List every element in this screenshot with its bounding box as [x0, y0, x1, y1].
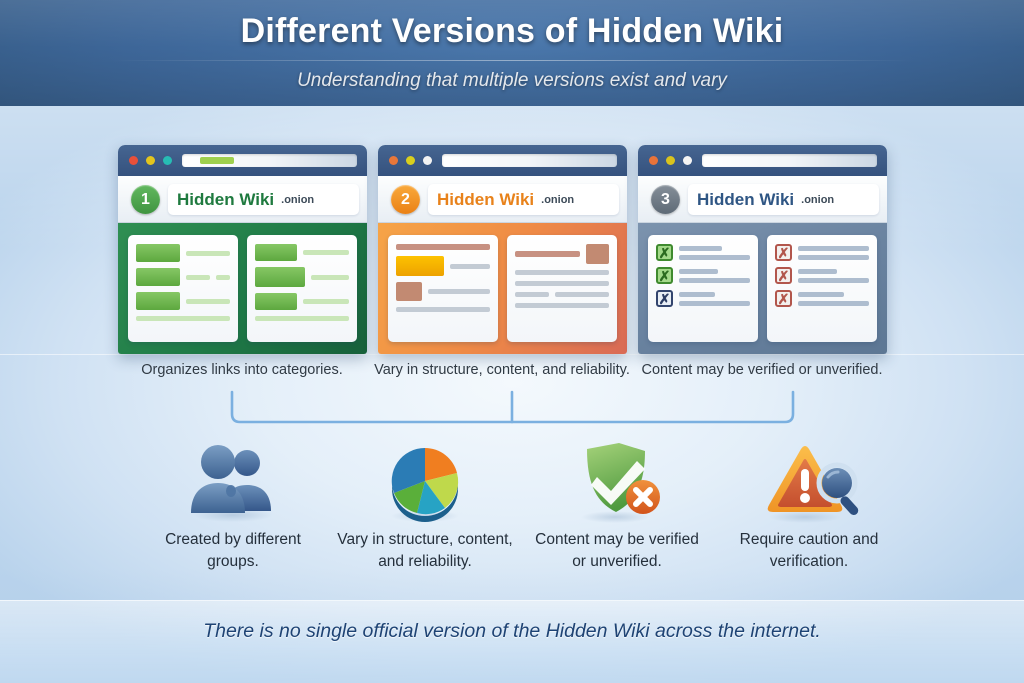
- window-caption-1: Organizes links into categories.: [141, 362, 343, 378]
- site-title-pill: Hidden Wiki .onion: [688, 184, 879, 215]
- site-header: 3 Hidden Wiki .onion: [638, 176, 887, 223]
- feature-require-caution: Require caution and verification.: [709, 437, 909, 573]
- feature-label: Vary in structure, content, and reliabil…: [337, 531, 513, 570]
- bracket-connector: [230, 390, 795, 424]
- feature-label: Created by different groups.: [165, 531, 301, 570]
- window-caption-3: Content may be verified or unverified.: [641, 362, 883, 378]
- version-badge-3: 3: [651, 185, 680, 214]
- window-minimize-dot[interactable]: [666, 156, 675, 165]
- people-icon: [133, 437, 333, 529]
- page-subtitle: Understanding that multiple versions exi…: [297, 70, 727, 91]
- window-close-dot[interactable]: [649, 156, 658, 165]
- content-card: [128, 235, 238, 342]
- checkbox-checked-icon: ✗: [656, 267, 673, 284]
- checkbox-crossed-icon: ✗: [775, 267, 792, 284]
- browser-window-3[interactable]: 3 Hidden Wiki .onion ✗ ✗ ✗ ✗ ✗ ✗: [638, 145, 887, 354]
- site-header: 1 Hidden Wiki .onion: [118, 176, 367, 223]
- version-badge-1: 1: [131, 185, 160, 214]
- feature-label: Require caution and verification.: [739, 531, 879, 570]
- loading-progress-segment: [200, 157, 234, 164]
- checkbox-checked-icon: ✗: [656, 244, 673, 261]
- window-caption-2: Vary in structure, content, and reliabil…: [374, 362, 630, 378]
- browser-window-1[interactable]: 1 Hidden Wiki .onion: [118, 145, 367, 354]
- window-maximize-dot[interactable]: [423, 156, 432, 165]
- window-titlebar: [378, 145, 627, 176]
- checkbox-crossed-icon: ✗: [775, 290, 792, 307]
- feature-label: Content may be verified or unverified.: [535, 531, 699, 570]
- site-title-pill: Hidden Wiki .onion: [168, 184, 359, 215]
- address-bar[interactable]: [702, 154, 877, 167]
- feature-verified-or-unverified: Content may be verified or unverified.: [517, 437, 717, 573]
- window-close-dot[interactable]: [129, 156, 138, 165]
- checkbox-checked-icon: ✗: [656, 290, 673, 307]
- checkbox-crossed-icon: ✗: [775, 244, 792, 261]
- site-tld-label: .onion: [801, 193, 835, 206]
- site-tld-label: .onion: [281, 193, 315, 206]
- shield-check-icon: [517, 437, 717, 529]
- feature-vary-in-structure: Vary in structure, content, and reliabil…: [325, 437, 525, 573]
- site-name-label: Hidden Wiki: [697, 189, 795, 209]
- window-minimize-dot[interactable]: [406, 156, 415, 165]
- address-bar[interactable]: [442, 154, 617, 167]
- site-tld-label: .onion: [541, 193, 575, 206]
- window-minimize-dot[interactable]: [146, 156, 155, 165]
- warning-magnifier-icon: [709, 437, 909, 529]
- footer-summary-text: There is no single official version of t…: [203, 620, 821, 642]
- header-banner: Different Versions of Hidden Wiki Unders…: [0, 0, 1024, 106]
- window-titlebar: [118, 145, 367, 176]
- feature-created-by-groups: Created by different groups.: [133, 437, 333, 573]
- window-maximize-dot[interactable]: [163, 156, 172, 165]
- site-name-label: Hidden Wiki: [437, 189, 535, 209]
- page-title: Different Versions of Hidden Wiki: [240, 12, 784, 50]
- pie-chart-icon: [325, 437, 525, 529]
- background-band: [0, 354, 1024, 355]
- window-titlebar: [638, 145, 887, 176]
- window-maximize-dot[interactable]: [683, 156, 692, 165]
- window-content-2: [378, 223, 627, 354]
- address-bar[interactable]: [182, 154, 357, 167]
- site-title-pill: Hidden Wiki .onion: [428, 184, 619, 215]
- header-divider: [112, 60, 912, 61]
- window-close-dot[interactable]: [389, 156, 398, 165]
- site-header: 2 Hidden Wiki .onion: [378, 176, 627, 223]
- content-card-verified: ✗ ✗ ✗: [648, 235, 758, 342]
- content-card: [247, 235, 357, 342]
- site-name-label: Hidden Wiki: [177, 189, 275, 209]
- content-card: [507, 235, 617, 342]
- window-content-3: ✗ ✗ ✗ ✗ ✗ ✗: [638, 223, 887, 354]
- browser-window-2[interactable]: 2 Hidden Wiki .onion: [378, 145, 627, 354]
- content-card: [388, 235, 498, 342]
- content-card-unverified: ✗ ✗ ✗: [767, 235, 877, 342]
- window-content-1: [118, 223, 367, 354]
- version-badge-2: 2: [391, 185, 420, 214]
- footer-band: [0, 600, 1024, 683]
